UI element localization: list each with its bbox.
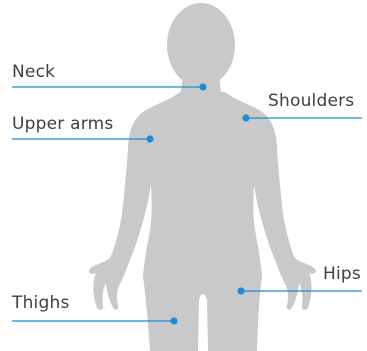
upper-arms-marker-dot [146, 135, 153, 142]
hips-marker-dot [237, 287, 244, 294]
shoulders-marker-dot [242, 114, 249, 121]
neck-marker-dot [199, 83, 206, 90]
shoulders-label: Shoulders [268, 91, 354, 111]
leg-gap [198, 294, 208, 351]
upper-arms-label: Upper arms [12, 114, 113, 134]
thighs-label: Thighs [12, 293, 70, 313]
neck-label: Neck [12, 62, 55, 82]
hips-label: Hips [323, 264, 361, 284]
thighs-marker-dot [170, 317, 177, 324]
